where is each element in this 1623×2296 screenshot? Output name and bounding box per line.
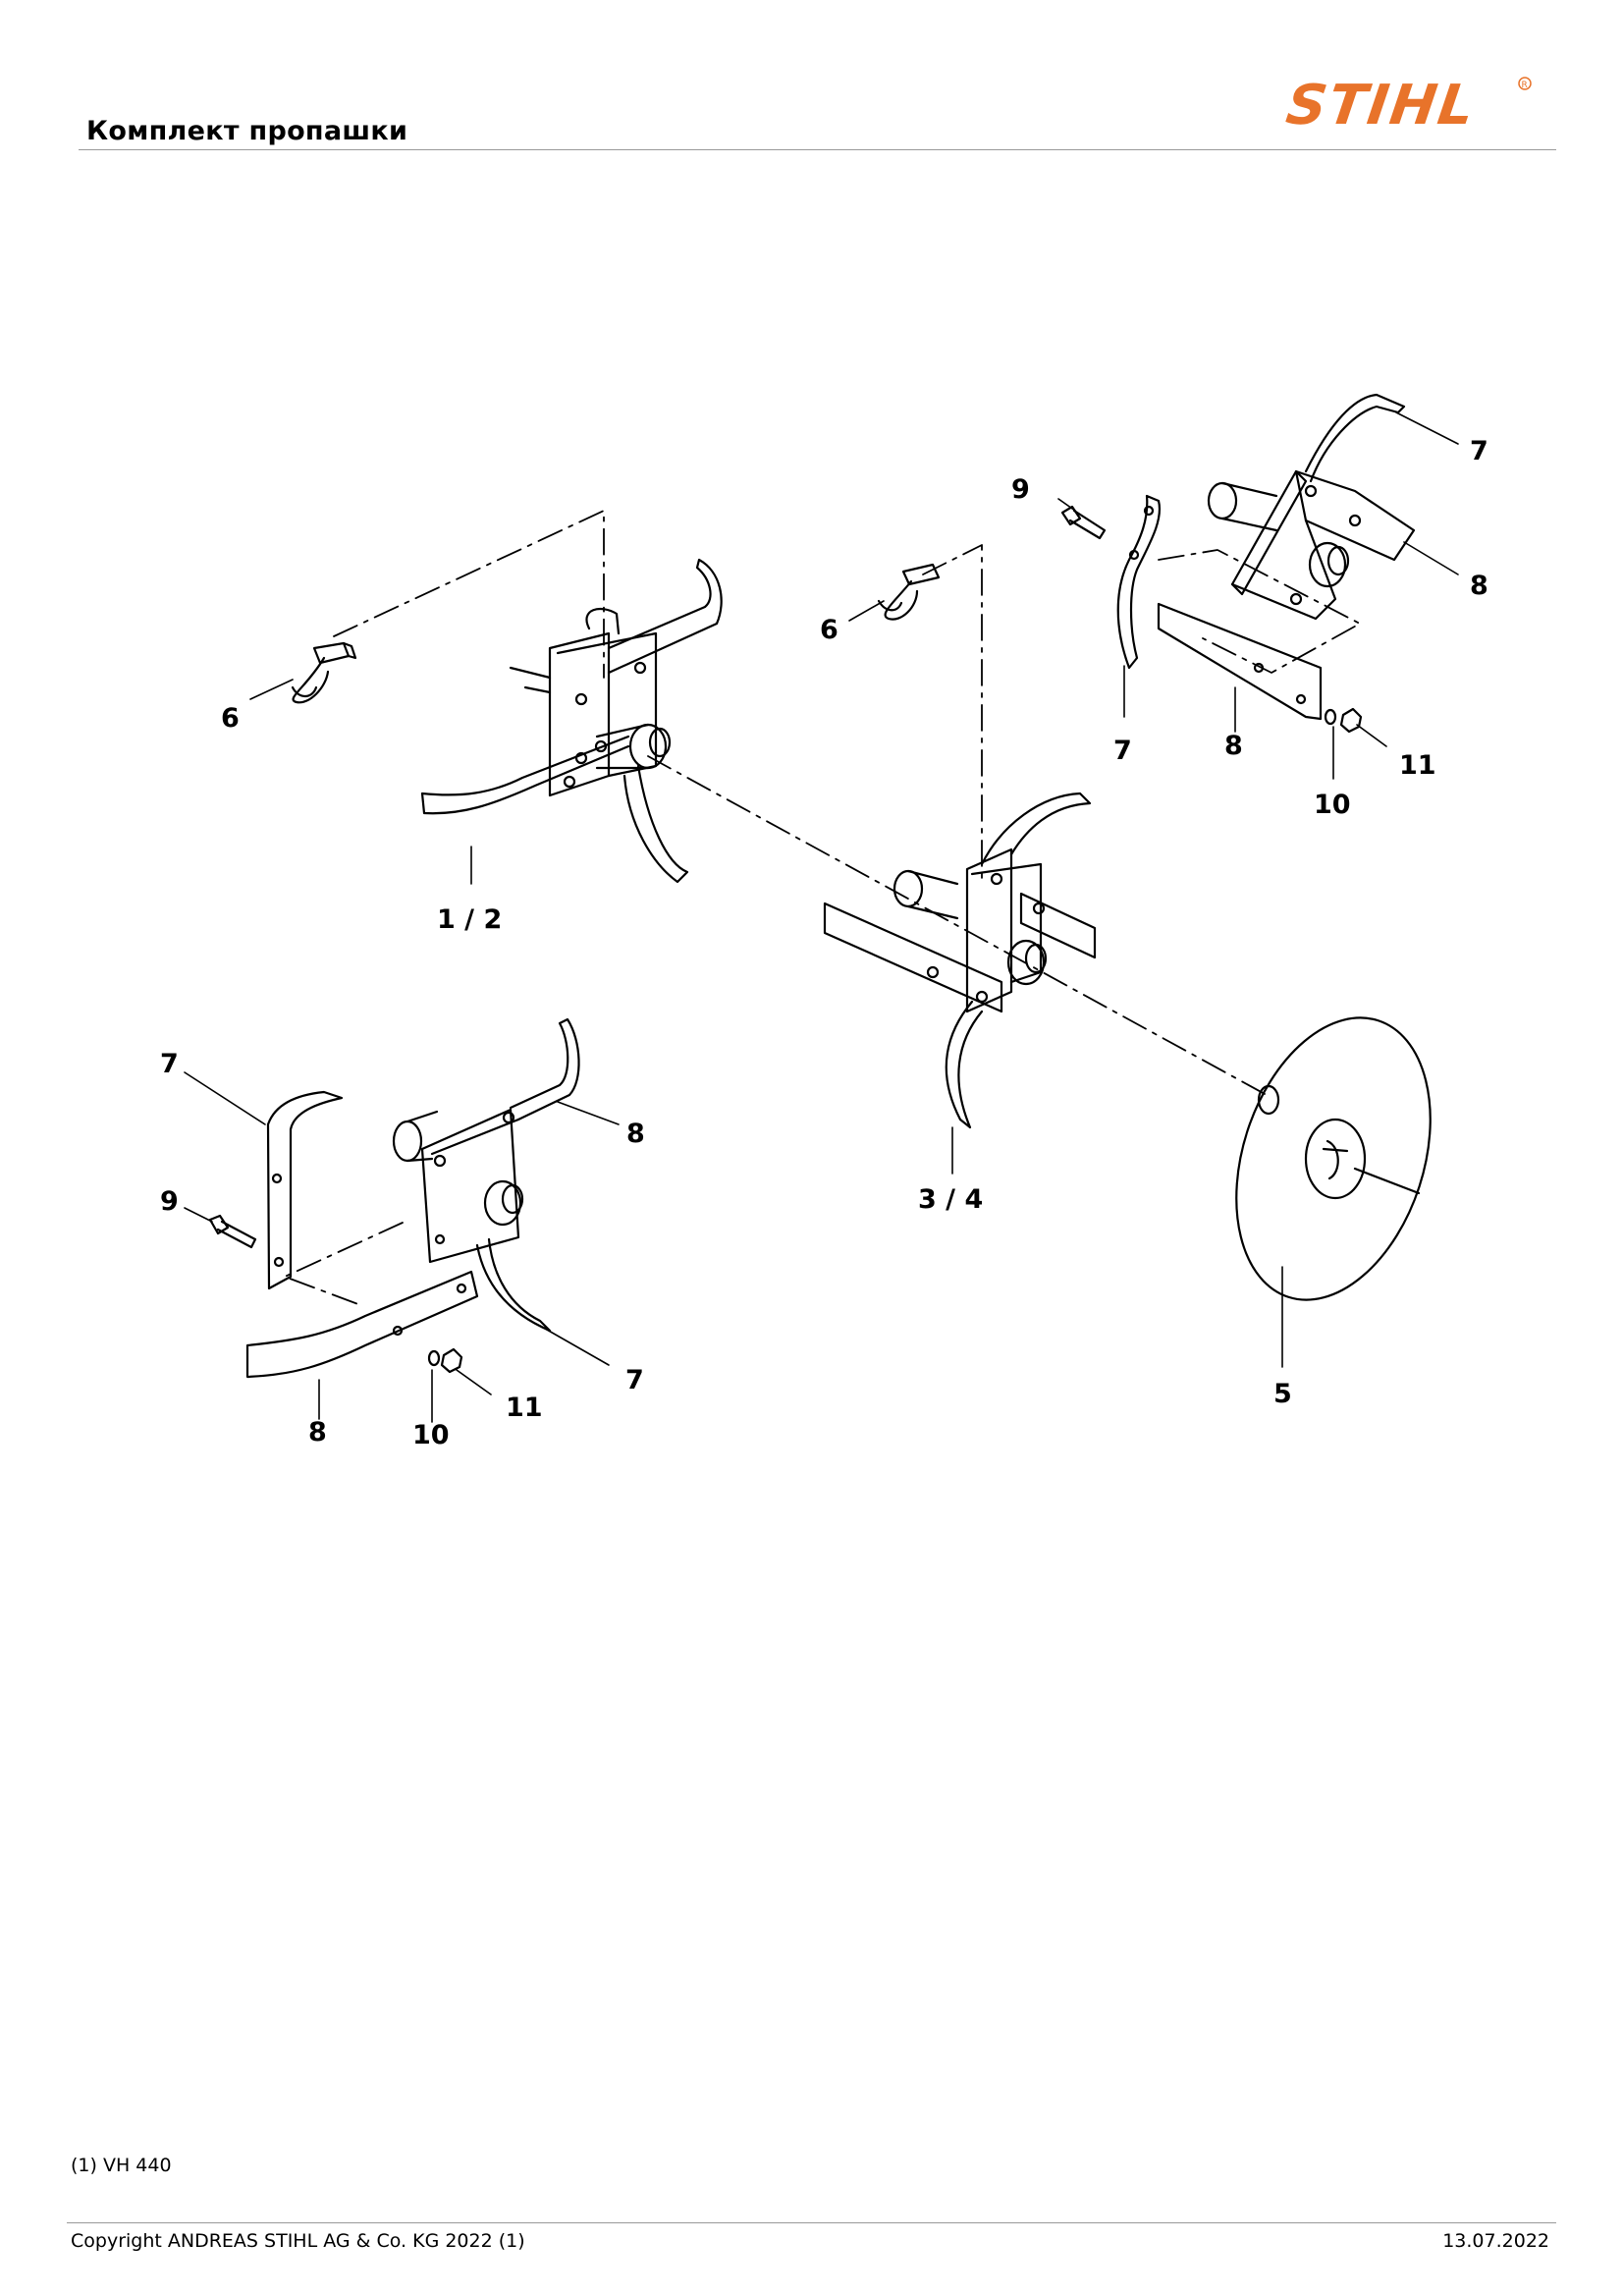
label-7a: 7 (1470, 436, 1488, 466)
footer-divider (67, 2222, 1556, 2223)
label-7b: 7 (1113, 736, 1132, 766)
header-divider (79, 149, 1556, 150)
label-1-2: 1 / 2 (437, 904, 502, 935)
svg-text:STIHL: STIHL (1282, 74, 1480, 137)
footnote: (1) VH 440 (71, 2155, 172, 2176)
label-8b: 8 (1224, 731, 1243, 761)
clip-pin-left (291, 641, 357, 704)
leader-lines (184, 411, 1459, 1423)
label-8d: 8 (308, 1417, 327, 1448)
label-3-4: 3 / 4 (918, 1184, 983, 1215)
label-10a: 10 (1314, 790, 1351, 820)
protective-disc-5 (1235, 1016, 1432, 1301)
part-labels: 6 1 / 2 6 3 / 4 5 9 7 8 7 8 10 11 7 9 8 … (160, 436, 1488, 1450)
label-9a: 9 (1011, 474, 1030, 505)
label-9b: 9 (160, 1186, 179, 1217)
label-5: 5 (1273, 1379, 1292, 1409)
label-8a: 8 (1470, 571, 1488, 601)
label-7d: 7 (625, 1365, 644, 1395)
tine-assembly-3-4 (823, 792, 1097, 1129)
svg-text:R: R (1522, 81, 1528, 90)
clip-pin-middle (877, 563, 941, 621)
document-date: 13.07.2022 (1442, 2230, 1549, 2252)
page-title: Комплект пропашки (86, 116, 408, 146)
tine-assembly-upper-right (1060, 393, 1416, 734)
label-7c: 7 (160, 1049, 179, 1079)
label-8c: 8 (626, 1119, 645, 1149)
label-6b: 6 (820, 615, 839, 645)
copyright-text: Copyright ANDREAS STIHL AG & Co. KG 2022… (71, 2230, 525, 2252)
label-11a: 11 (1399, 750, 1436, 781)
label-10b: 10 (412, 1420, 450, 1450)
tine-assembly-1-2 (420, 558, 723, 884)
label-11b: 11 (506, 1393, 543, 1423)
stihl-logo: STIHL R (1282, 74, 1532, 137)
alignment-lines (284, 510, 1361, 1307)
tine-assembly-lower-left (208, 1017, 580, 1379)
label-6a: 6 (221, 703, 240, 734)
